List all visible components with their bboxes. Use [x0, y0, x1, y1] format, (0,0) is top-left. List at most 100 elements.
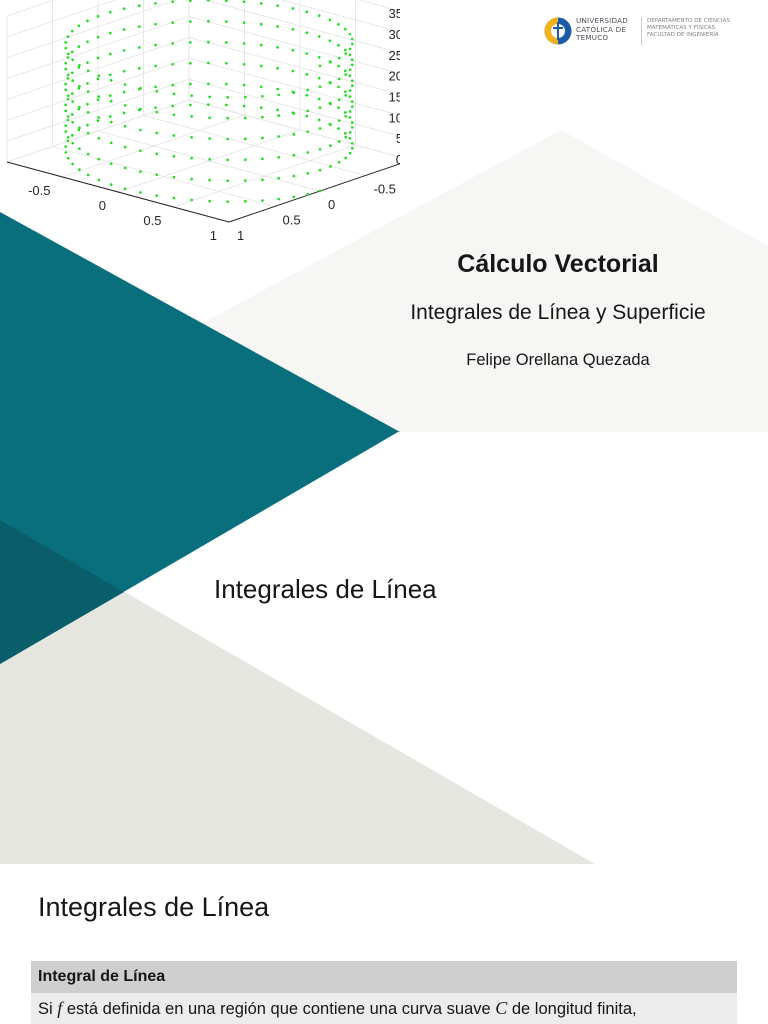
helix-point: [137, 25, 141, 28]
helix-point: [291, 69, 295, 73]
helix-point: [337, 127, 340, 130]
helix-point: [317, 56, 321, 59]
helix-point: [243, 158, 247, 162]
helix-point: [225, 20, 228, 23]
helix-point: [155, 173, 159, 177]
helix-point: [243, 116, 247, 120]
helix-point: [86, 40, 89, 44]
helix-point: [242, 42, 246, 45]
math-variable-f: f: [57, 998, 63, 1018]
helix-point: [108, 10, 112, 14]
helix-point: [208, 116, 211, 120]
helix-point: [70, 50, 74, 54]
helix-point: [77, 66, 81, 69]
helix-point: [277, 197, 281, 201]
helix-point: [242, 83, 246, 87]
helix-point: [154, 64, 157, 68]
helix-point: [207, 0, 210, 2]
helix-point: [171, 42, 175, 45]
helix-point: [225, 0, 228, 3]
helix-point: [208, 95, 211, 99]
helix-point: [226, 137, 229, 141]
helix-point: [350, 141, 354, 145]
helix-point: [108, 115, 112, 118]
gridline: [203, 0, 400, 54]
helix-point: [78, 84, 81, 88]
helix-point: [277, 114, 281, 118]
helix-point: [343, 132, 347, 135]
helix-point: [343, 69, 347, 73]
helix-point: [139, 128, 142, 132]
helix-point: [337, 140, 341, 143]
helix-point: [348, 130, 352, 134]
helix-point: [305, 93, 309, 97]
helix-point: [208, 178, 211, 182]
helix-point: [66, 52, 70, 56]
helix-point: [86, 173, 90, 177]
helix-point: [109, 99, 113, 103]
bg-dark-teal-triangle: [0, 520, 124, 664]
gridline: [280, 0, 400, 33]
helix-point: [97, 136, 101, 140]
helix-point: [137, 4, 141, 8]
helix-point: [277, 156, 281, 159]
helix-point: [139, 149, 142, 153]
section-slide-background: [0, 432, 595, 864]
helix-point: [189, 20, 192, 23]
helix-point: [207, 40, 210, 44]
gridline: [188, 99, 400, 158]
helix-point: [225, 61, 228, 65]
definition-text: está definida en una región que contiene…: [62, 1000, 496, 1018]
helix-point: [155, 89, 159, 93]
helix-point: [171, 21, 175, 24]
bg-teal-triangle: [0, 212, 400, 432]
helix-point: [348, 68, 352, 72]
university-name: UNIVERSIDAD CATÓLICA DE TEMUCO: [576, 16, 628, 43]
helix-point: [350, 121, 354, 124]
helix-point: [78, 105, 81, 109]
helix-point: [337, 23, 340, 26]
helix-point: [242, 0, 246, 4]
y-tick-label: 1: [237, 228, 244, 243]
helix-point: [261, 136, 264, 140]
helix-point: [137, 46, 141, 49]
helix-point: [291, 27, 295, 31]
helix-point: [123, 145, 127, 149]
helix-point: [139, 107, 142, 111]
helix-point: [242, 104, 246, 108]
helix-point: [318, 168, 322, 172]
helix-point: [190, 115, 193, 118]
helix-point: [86, 152, 90, 156]
helix-point: [348, 136, 352, 140]
helix-point: [97, 178, 101, 182]
helix-point: [337, 160, 341, 164]
helix-point: [344, 135, 348, 139]
helix-point: [306, 109, 310, 113]
helix-point: [190, 94, 193, 98]
helix-point: [276, 25, 279, 28]
x-tick-label: 0.5: [143, 213, 161, 228]
helix-point: [350, 105, 354, 108]
helix-point: [306, 130, 310, 134]
helix-point: [154, 85, 157, 89]
helix-point: [66, 73, 70, 77]
gridline: [357, 0, 400, 12]
definition-block-body: Si f está definida en una región que con…: [31, 993, 737, 1024]
z-tick-label: 10: [389, 110, 400, 125]
helix-point: [64, 124, 68, 128]
helix-point: [154, 22, 157, 26]
helix-point: [337, 43, 340, 47]
gridline: [173, 144, 356, 208]
helix-point: [122, 28, 126, 31]
z-tick-label: 5: [396, 131, 400, 146]
y-tick-label: -0.5: [374, 182, 396, 197]
helix-point: [172, 134, 176, 137]
helix-point: [291, 48, 295, 52]
helix-point: [276, 4, 279, 8]
helix-point: [77, 45, 81, 49]
helix-point: [97, 116, 101, 119]
helix-point: [329, 81, 332, 85]
gridline: [188, 16, 400, 75]
helix-point: [343, 111, 347, 114]
